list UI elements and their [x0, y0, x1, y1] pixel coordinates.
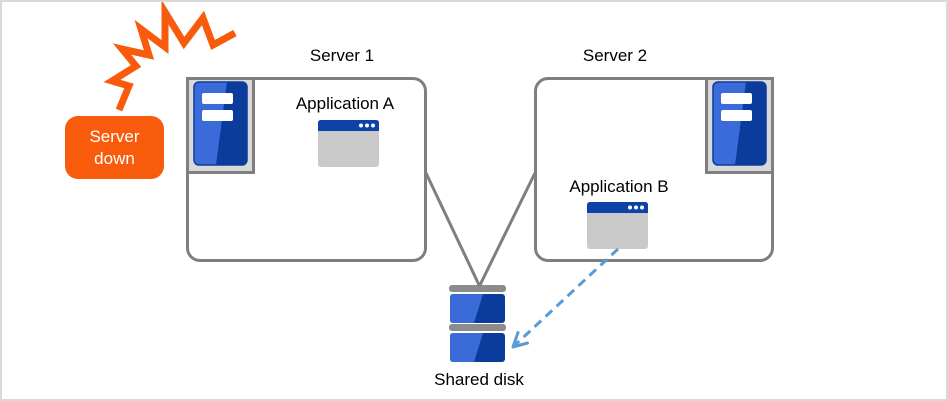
server1-icon-box [186, 77, 255, 174]
application-b-window-icon [587, 202, 648, 254]
server-icon [708, 78, 771, 174]
shared-disk-label: Shared disk [434, 370, 524, 389]
shared-disk-icon [449, 285, 506, 367]
server2-icon-box [705, 77, 774, 174]
app-b-to-disk-dashed-line [512, 247, 620, 348]
server-icon [189, 78, 252, 174]
server2-to-disk-line [478, 172, 537, 287]
server2-title: Server 2 [582, 46, 648, 65]
server1-to-disk-line [424, 172, 481, 287]
server1-title: Server 1 [309, 46, 375, 65]
server-down-badge: Server down [65, 116, 164, 179]
application-a-label: Application A [295, 94, 395, 113]
application-a-window-icon [318, 120, 379, 172]
application-b-label: Application B [569, 177, 669, 196]
arrowhead-icon [511, 331, 529, 349]
